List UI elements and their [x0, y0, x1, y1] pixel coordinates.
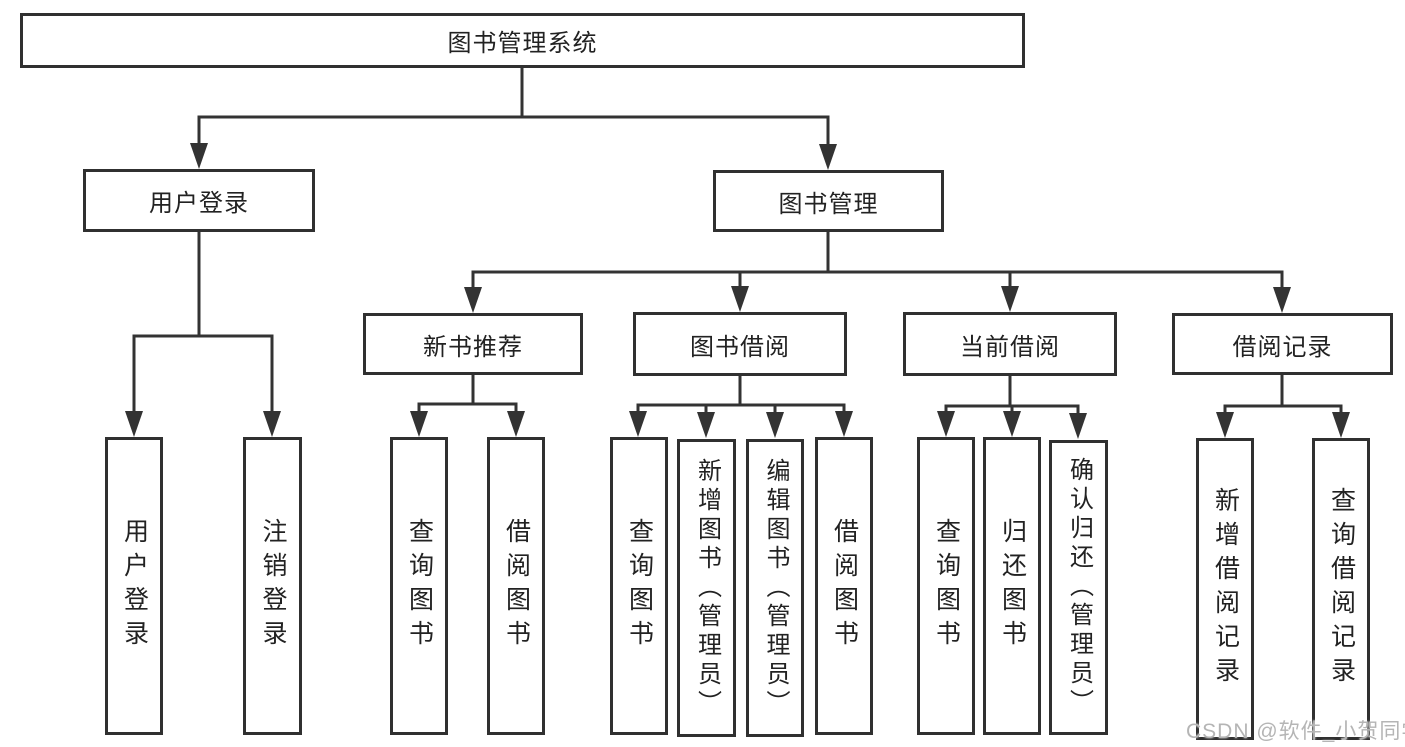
leaf-confirm-return-admin: 确认归还（管理员）	[1049, 440, 1108, 735]
node-book-borrowing: 图书借阅	[633, 312, 847, 376]
node-current-borrowing: 当前借阅	[903, 312, 1117, 376]
connector-book-management-branch	[471, 232, 1284, 292]
leaf-return-books: 归还图书	[983, 437, 1041, 735]
node-book-management: 图书管理	[713, 170, 944, 232]
leaf-query-books-recommend: 查询图书	[390, 437, 448, 735]
leaf-query-books-borrowing: 查询图书	[610, 437, 668, 735]
leaf-query-books-current: 查询图书	[917, 437, 975, 735]
csdn-watermark: CSDN @软件_小贺同学	[1186, 720, 1405, 743]
connector-root-to-level2	[197, 68, 830, 149]
node-borrowing-records: 借阅记录	[1172, 313, 1393, 375]
leaf-user-login: 用户登录	[105, 437, 163, 735]
node-library-management-system: 图书管理系统	[20, 13, 1025, 68]
leaf-borrow-books-borrowing: 借阅图书	[815, 437, 873, 735]
connector-user-login-branch	[132, 232, 274, 416]
connector-borrowing-records-branch	[1223, 375, 1343, 417]
leaf-borrow-books-recommend: 借阅图书	[487, 437, 545, 735]
leaf-edit-books-admin: 编辑图书（管理员）	[746, 439, 804, 737]
leaf-logout: 注销登录	[243, 437, 302, 735]
arrowheads	[125, 143, 1350, 439]
node-user-login: 用户登录	[83, 169, 315, 232]
leaf-query-borrow-record: 查询借阅记录	[1312, 438, 1370, 740]
leaf-add-borrow-record: 新增借阅记录	[1196, 438, 1254, 740]
leaf-add-books-admin: 新增图书（管理员）	[677, 439, 736, 737]
connector-book-borrowing-branch	[636, 376, 846, 417]
node-new-book-recommend: 新书推荐	[363, 313, 583, 375]
connector-new-book-branch	[417, 375, 518, 416]
